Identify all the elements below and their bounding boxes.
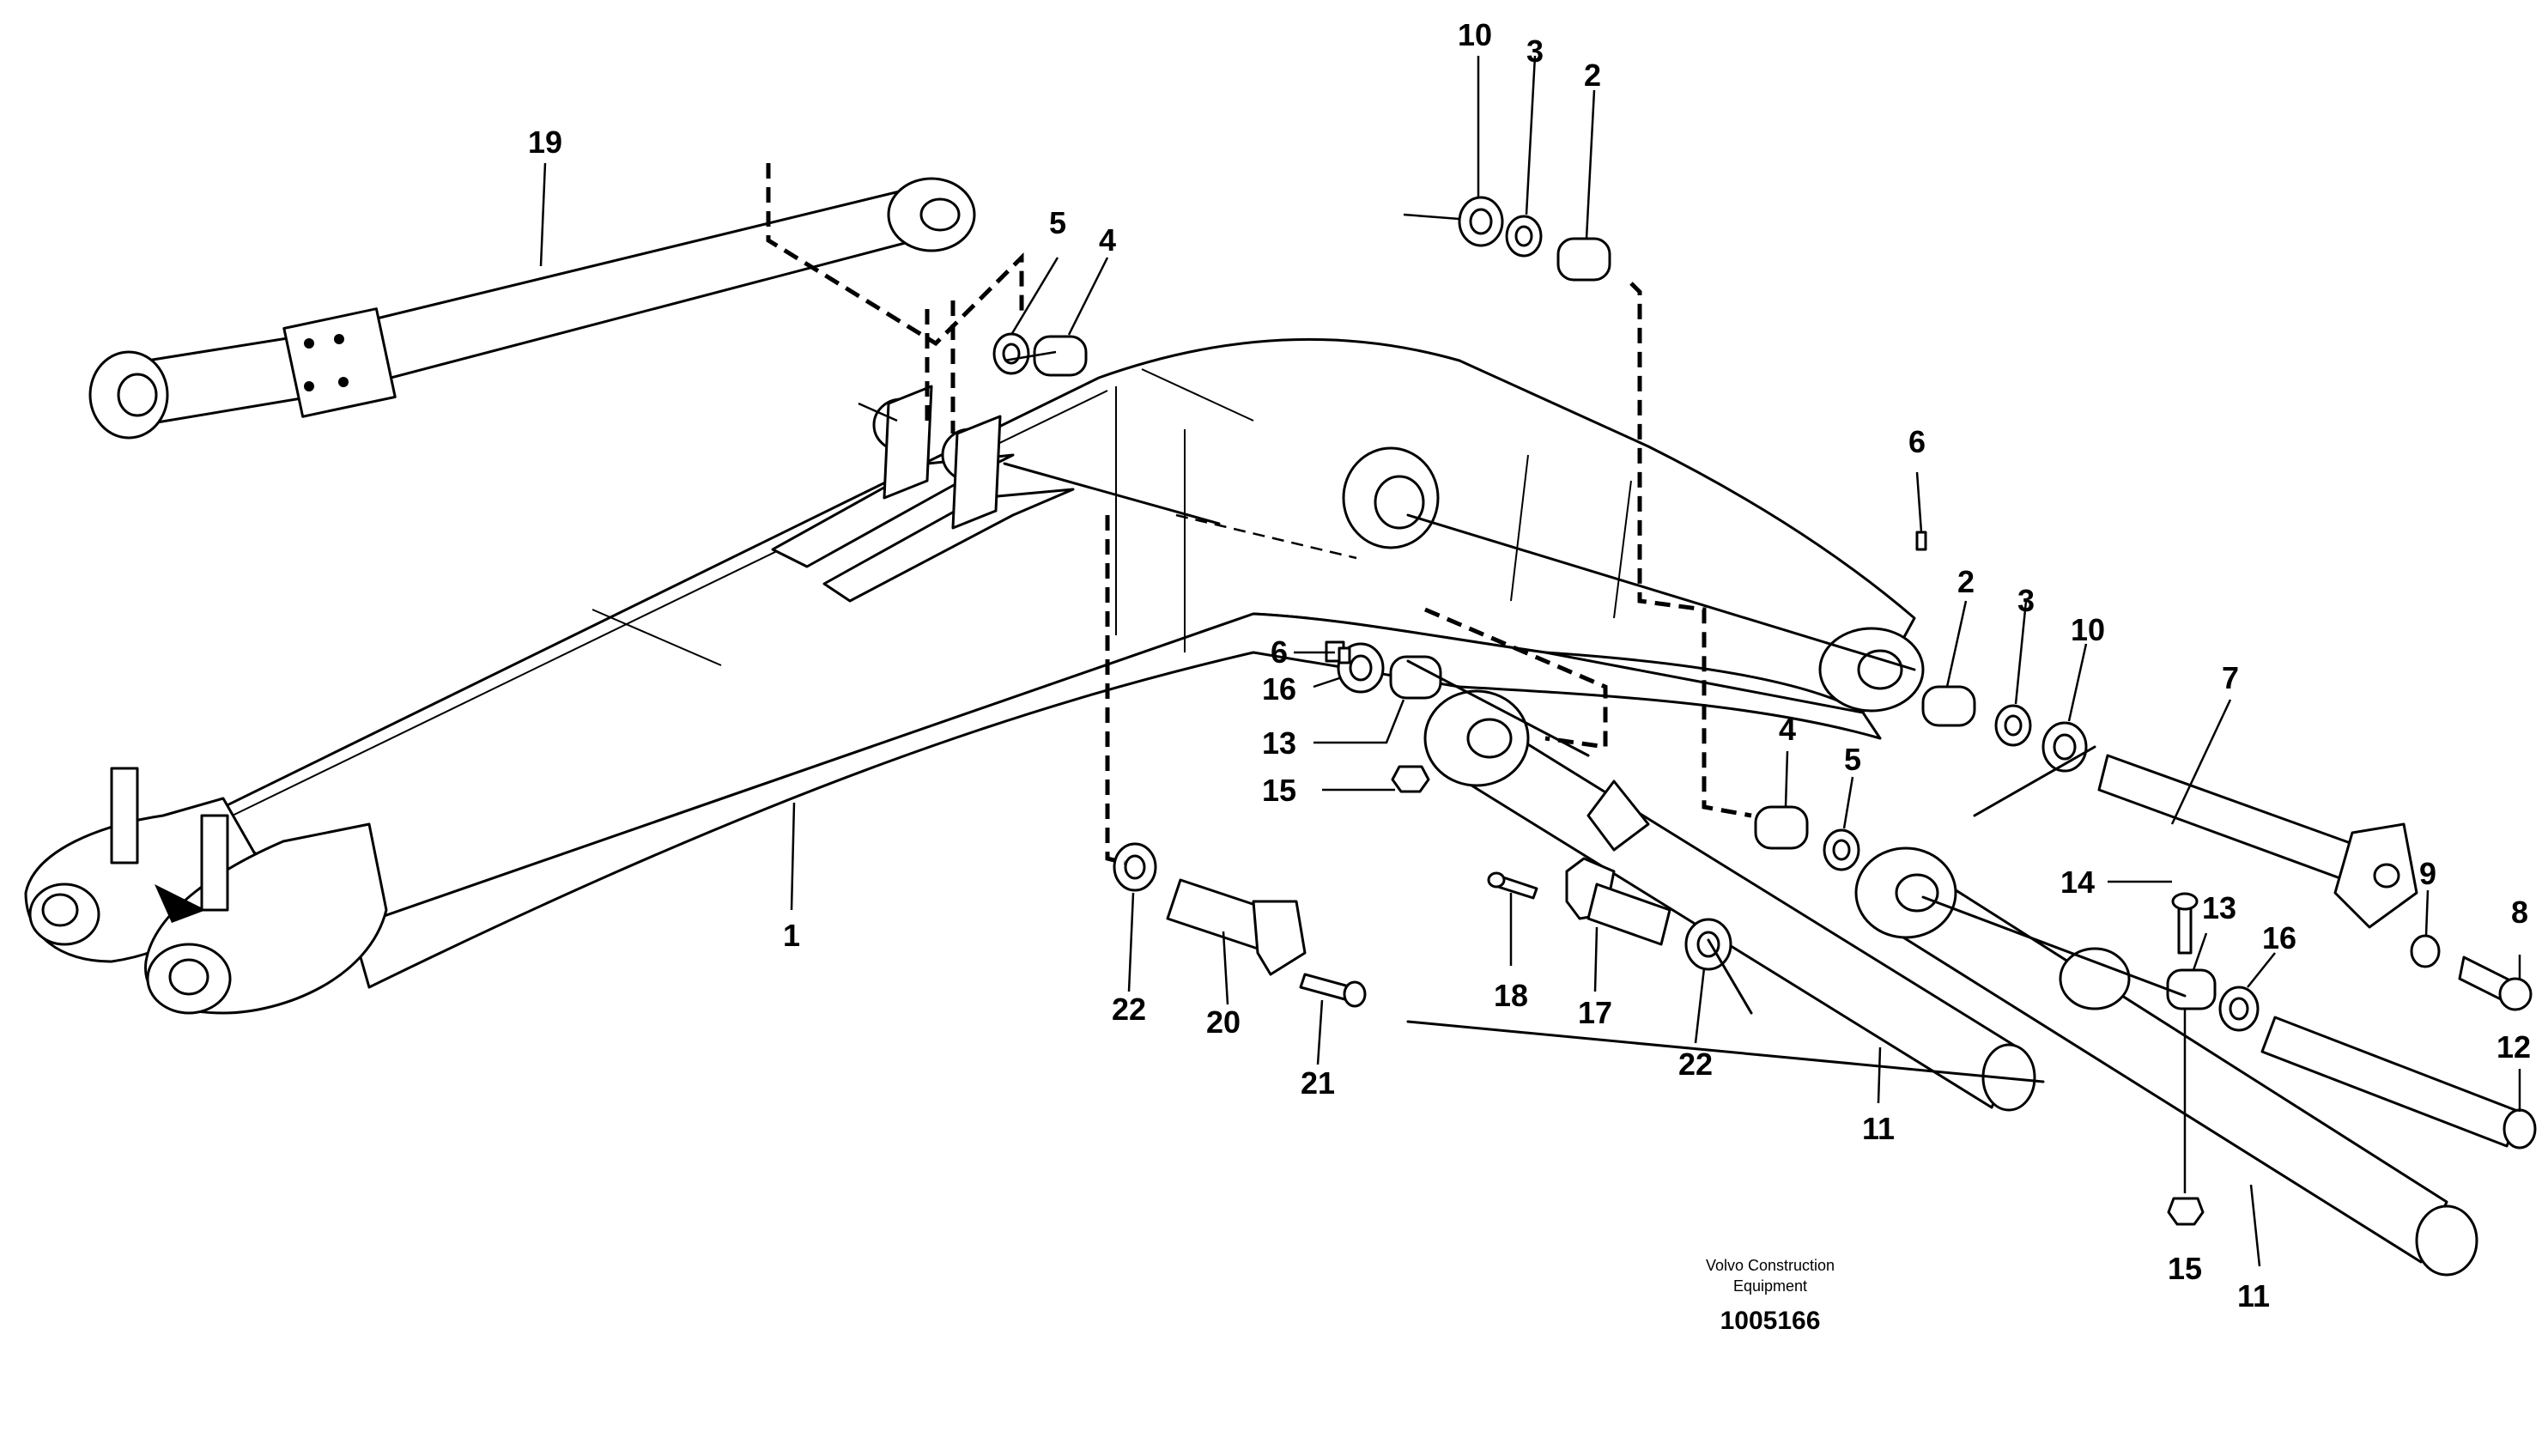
- callout-9: 9: [2419, 856, 2436, 891]
- callout-8: 8: [2511, 895, 2528, 930]
- callout-3: 3: [1526, 33, 1544, 69]
- callout-16: 16: [1262, 671, 1296, 707]
- leader-lines: [539, 55, 2521, 1267]
- caption-line-1: Volvo Construction: [1706, 1257, 1835, 1274]
- hydraulic-cylinder-19: [88, 177, 976, 440]
- callout-20: 20: [1206, 1004, 1241, 1040]
- callout-12: 12: [2496, 1029, 2531, 1065]
- callout-18: 18: [1494, 978, 1528, 1013]
- callout-13: 13: [1262, 725, 1296, 761]
- caption-line-2: Equipment: [1733, 1277, 1807, 1295]
- assembly-lines: [766, 163, 2187, 1083]
- callout-17: 17: [1578, 995, 1612, 1030]
- callout-1: 1: [783, 918, 800, 953]
- caption: Volvo Construction Equipment 1005166: [1706, 1257, 1835, 1335]
- callout-22: 22: [1112, 992, 1146, 1027]
- link-rod-11-lower: [1854, 846, 2478, 1277]
- callout-10: 10: [1458, 17, 1492, 52]
- callout-6: 6: [1908, 424, 1926, 459]
- callout-13: 13: [2202, 890, 2236, 925]
- callout-22: 22: [1678, 1046, 1713, 1082]
- callout-4: 4: [1779, 712, 1796, 747]
- callout-6: 6: [1271, 634, 1288, 670]
- callout-21: 21: [1301, 1065, 1335, 1101]
- callout-5: 5: [1844, 742, 1861, 777]
- callout-5: 5: [1049, 205, 1066, 240]
- callout-2: 2: [1957, 564, 1975, 599]
- callout-2: 2: [1584, 58, 1601, 93]
- callout-3: 3: [2017, 583, 2035, 618]
- callout-19: 19: [528, 124, 562, 160]
- boom-part-1: [24, 337, 1925, 1015]
- small-parts: [992, 196, 2537, 1226]
- callout-11: 11: [1862, 1111, 1895, 1146]
- callout-16: 16: [2262, 920, 2296, 956]
- callout-15: 15: [1262, 773, 1296, 808]
- callout-labels: 19 5 4 10 3 2 6 2 3 10 7 6 16 13 15 4 5 …: [528, 17, 2531, 1313]
- callout-4: 4: [1099, 222, 1116, 258]
- document-number: 1005166: [1720, 1307, 1821, 1335]
- callout-7: 7: [2222, 660, 2239, 695]
- callout-10: 10: [2071, 612, 2105, 647]
- callout-11: 11: [2237, 1278, 2270, 1313]
- callout-15: 15: [2168, 1251, 2202, 1286]
- callout-14: 14: [2060, 864, 2095, 900]
- link-rod-11-upper: [1423, 689, 2036, 1112]
